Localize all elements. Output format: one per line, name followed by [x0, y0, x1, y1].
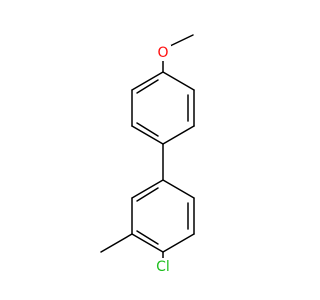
chlorine-atom-label: Cl — [156, 259, 170, 275]
bond-upper-ring-4 — [131, 125, 164, 145]
bond-lower-ring-4 — [131, 233, 164, 253]
bond-lower-ring-1 — [162, 179, 195, 199]
oxygen-label-background — [155, 45, 171, 61]
oxygen-atom-label: O — [157, 45, 168, 61]
bond-methyl-substituent — [100, 233, 133, 253]
bond-upper-ring-double-2 — [136, 122, 159, 137]
bond-upper-ring-1 — [162, 71, 195, 91]
bond-lower-ring-3 — [162, 233, 195, 253]
molecule-structure-diagram: O Cl — [100, 34, 195, 276]
bond-upper-ring-6 — [131, 71, 164, 91]
bond-lower-ring-double-2 — [136, 230, 159, 245]
bond-methyl-oxygen — [169, 34, 194, 47]
bond-lower-ring-double-3 — [136, 187, 159, 202]
bond-lower-ring-6 — [131, 179, 164, 199]
chlorine-label-background — [152, 258, 174, 276]
bond-upper-ring-double-3 — [136, 79, 159, 94]
bond-upper-ring-3 — [162, 125, 195, 145]
